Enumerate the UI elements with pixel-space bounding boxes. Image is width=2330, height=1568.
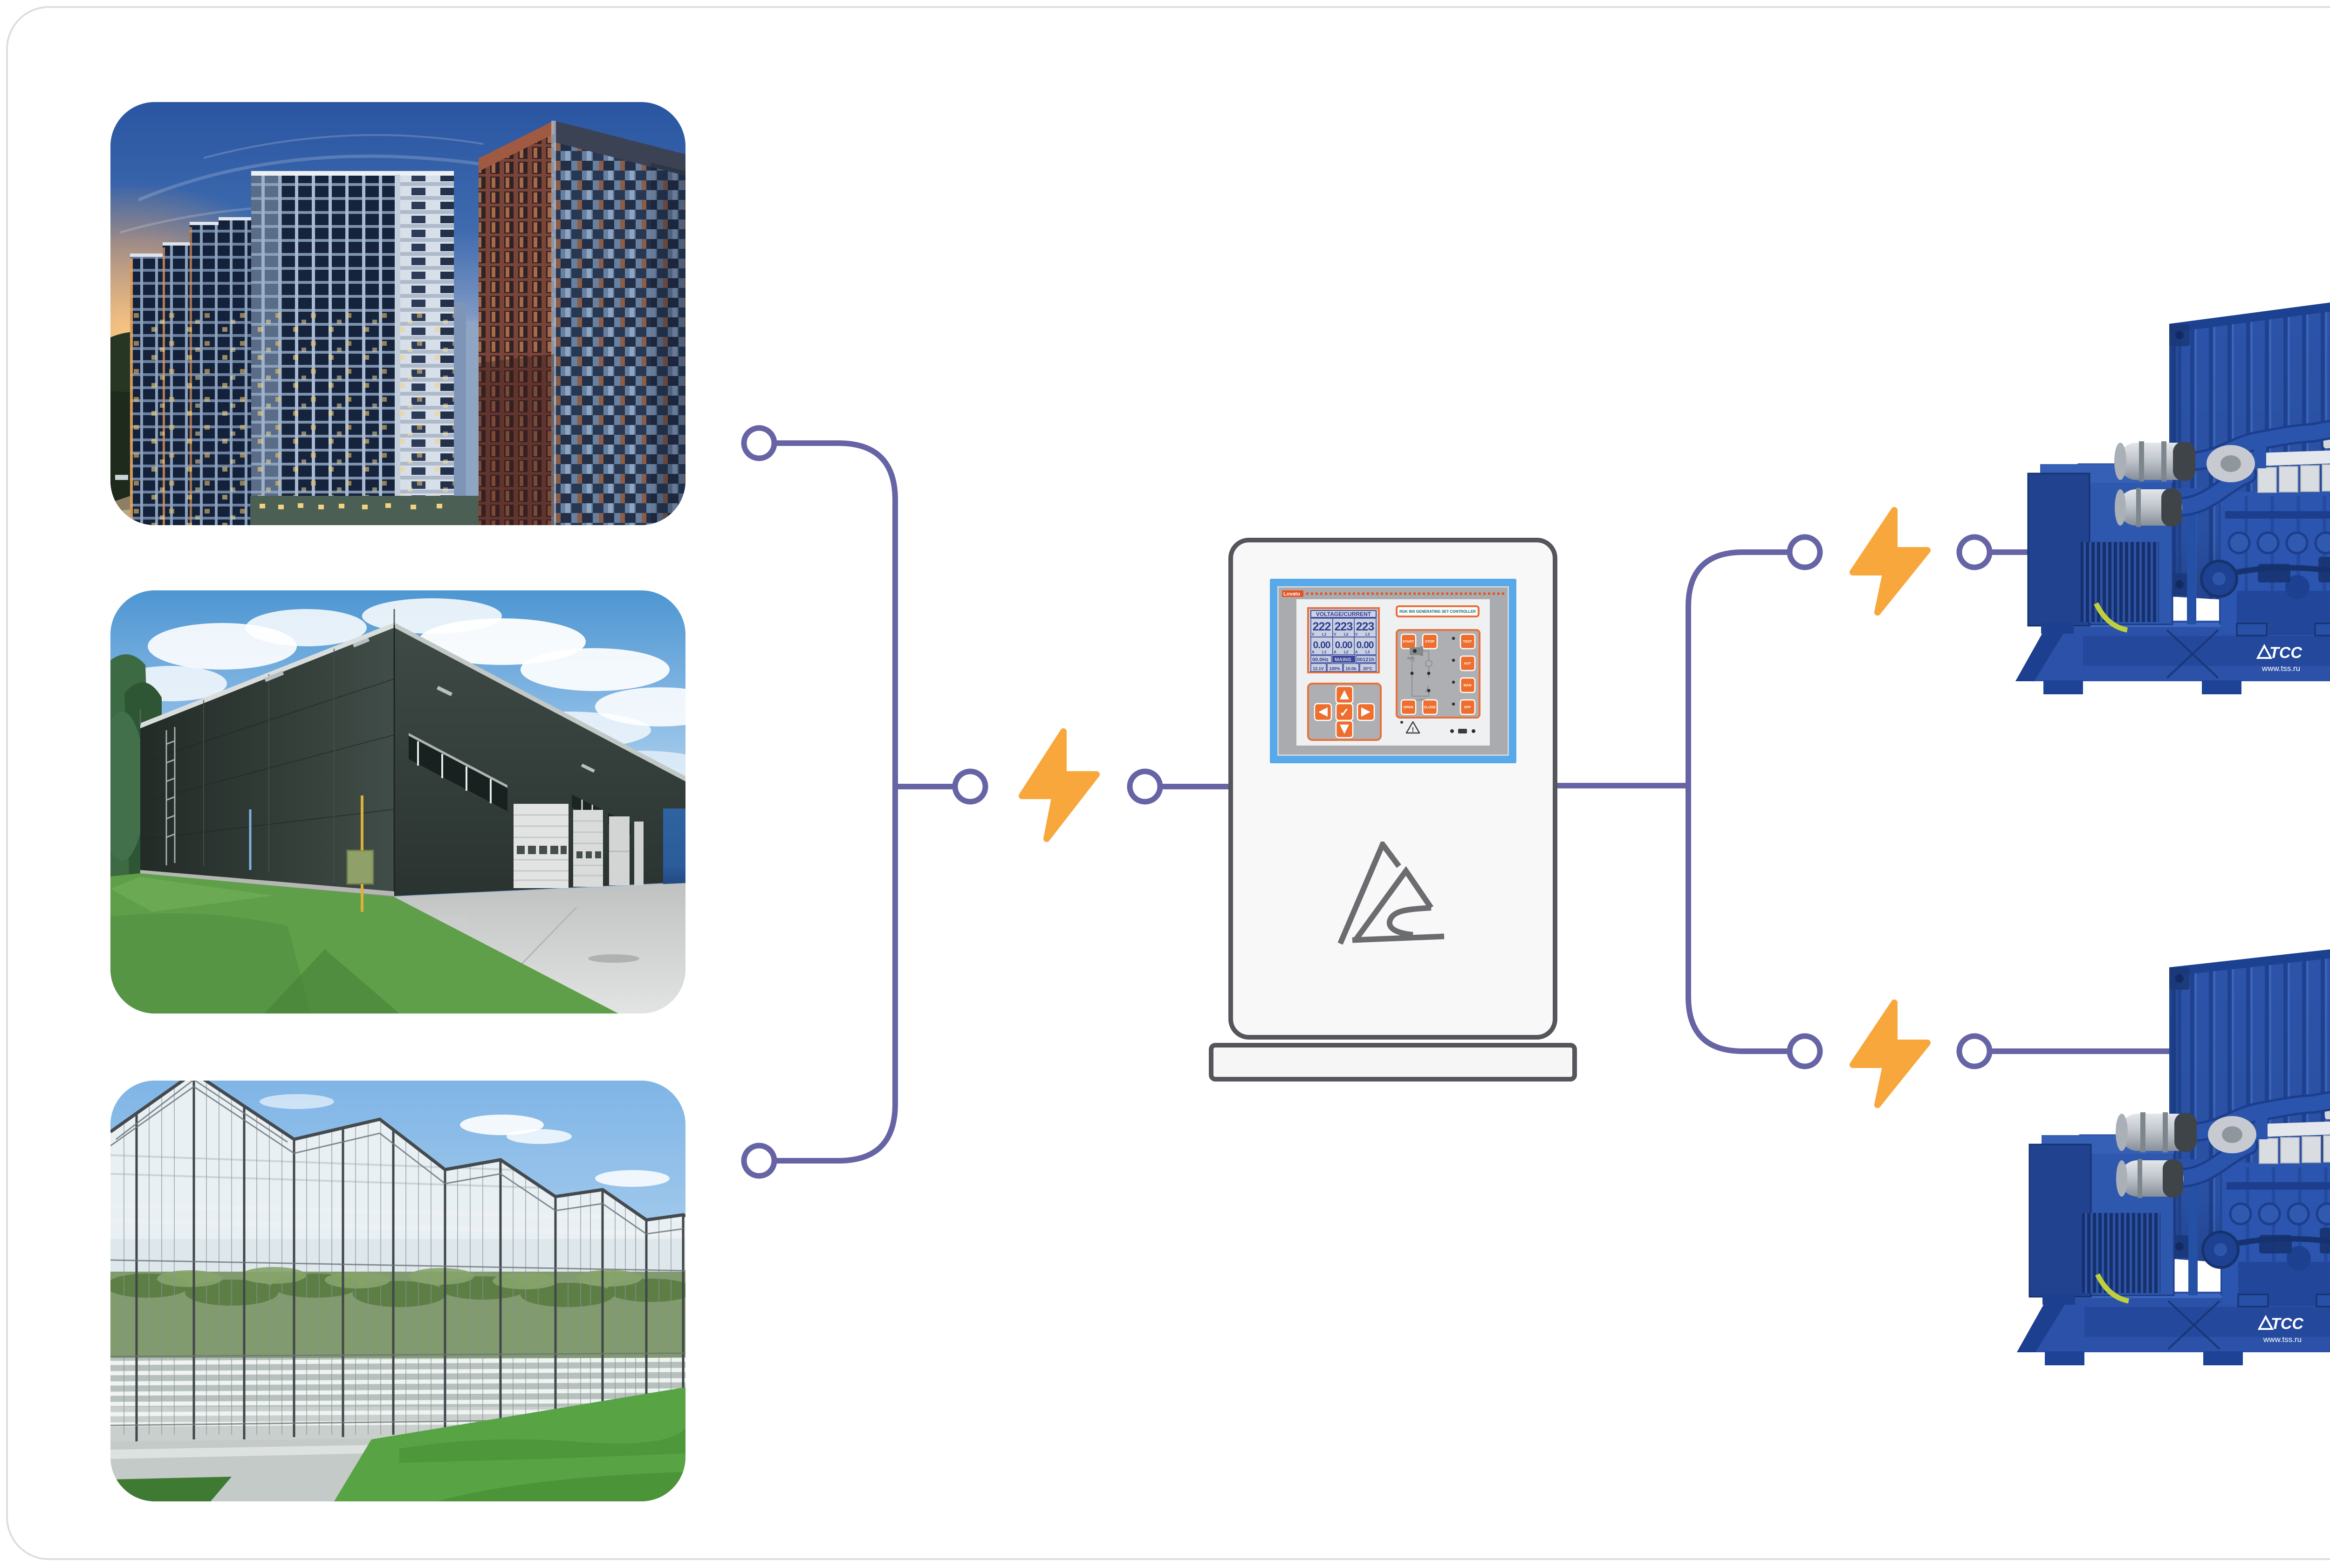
svg-text:www.tss.ru: www.tss.ru [2261,664,2300,673]
svg-text:20°C: 20°C [1363,666,1373,671]
svg-text:12.1V: 12.1V [1313,666,1324,671]
svg-text:STOP: STOP [1425,639,1434,644]
svg-text:!: ! [1412,726,1414,734]
svg-text:223: 223 [1356,620,1374,633]
svg-text:CLOSE: CLOSE [1424,705,1436,709]
svg-text:RGK 900 GENERATING SET CONTROL: RGK 900 GENERATING SET CONTROLLER [1399,609,1476,614]
svg-text:OPEN: OPEN [1403,705,1413,709]
svg-text:Lovato: Lovato [1283,591,1300,597]
svg-text:0.00: 0.00 [1357,640,1374,650]
svg-text:LOAD: LOAD [1417,698,1425,702]
svg-text:223: 223 [1335,620,1353,633]
svg-text:✓: ✓ [1339,705,1350,719]
svg-text:222: 222 [1313,620,1331,633]
svg-text:ТСС: ТСС [2269,644,2302,662]
svg-text:TEST: TEST [1463,639,1472,644]
svg-text:0.00: 0.00 [1335,640,1352,650]
svg-text:00.0Hz: 00.0Hz [1312,657,1329,663]
svg-text:L3: L3 [1365,632,1370,637]
svg-text:BUS: BUS [1407,657,1414,660]
svg-text:MAN: MAN [1463,683,1471,687]
svg-text:V: V [1334,632,1336,637]
svg-text:V: V [1355,632,1358,637]
svg-text:VOLTAGE/CURRENT: VOLTAGE/CURRENT [1316,611,1371,617]
svg-text:START: START [1403,639,1414,644]
svg-text:A: A [1334,650,1336,654]
svg-text:100%: 100% [1329,666,1340,671]
svg-text:AUT: AUT [1464,661,1471,665]
svg-text:0.00: 0.00 [1313,640,1330,650]
svg-text:00121h: 00121h [1357,657,1375,663]
svg-text:A: A [1355,650,1358,654]
svg-text:OFF: OFF [1464,705,1471,709]
svg-text:L1: L1 [1322,632,1327,637]
svg-text:10.0b: 10.0b [1345,666,1357,671]
svg-text:L1: L1 [1322,650,1327,654]
svg-text:V: V [1312,632,1315,637]
svg-text:L3: L3 [1365,650,1370,654]
svg-text:MAINS: MAINS [1335,657,1351,663]
svg-text:A: A [1312,650,1315,654]
svg-text:L2: L2 [1344,650,1349,654]
svg-text:L2: L2 [1344,632,1349,637]
